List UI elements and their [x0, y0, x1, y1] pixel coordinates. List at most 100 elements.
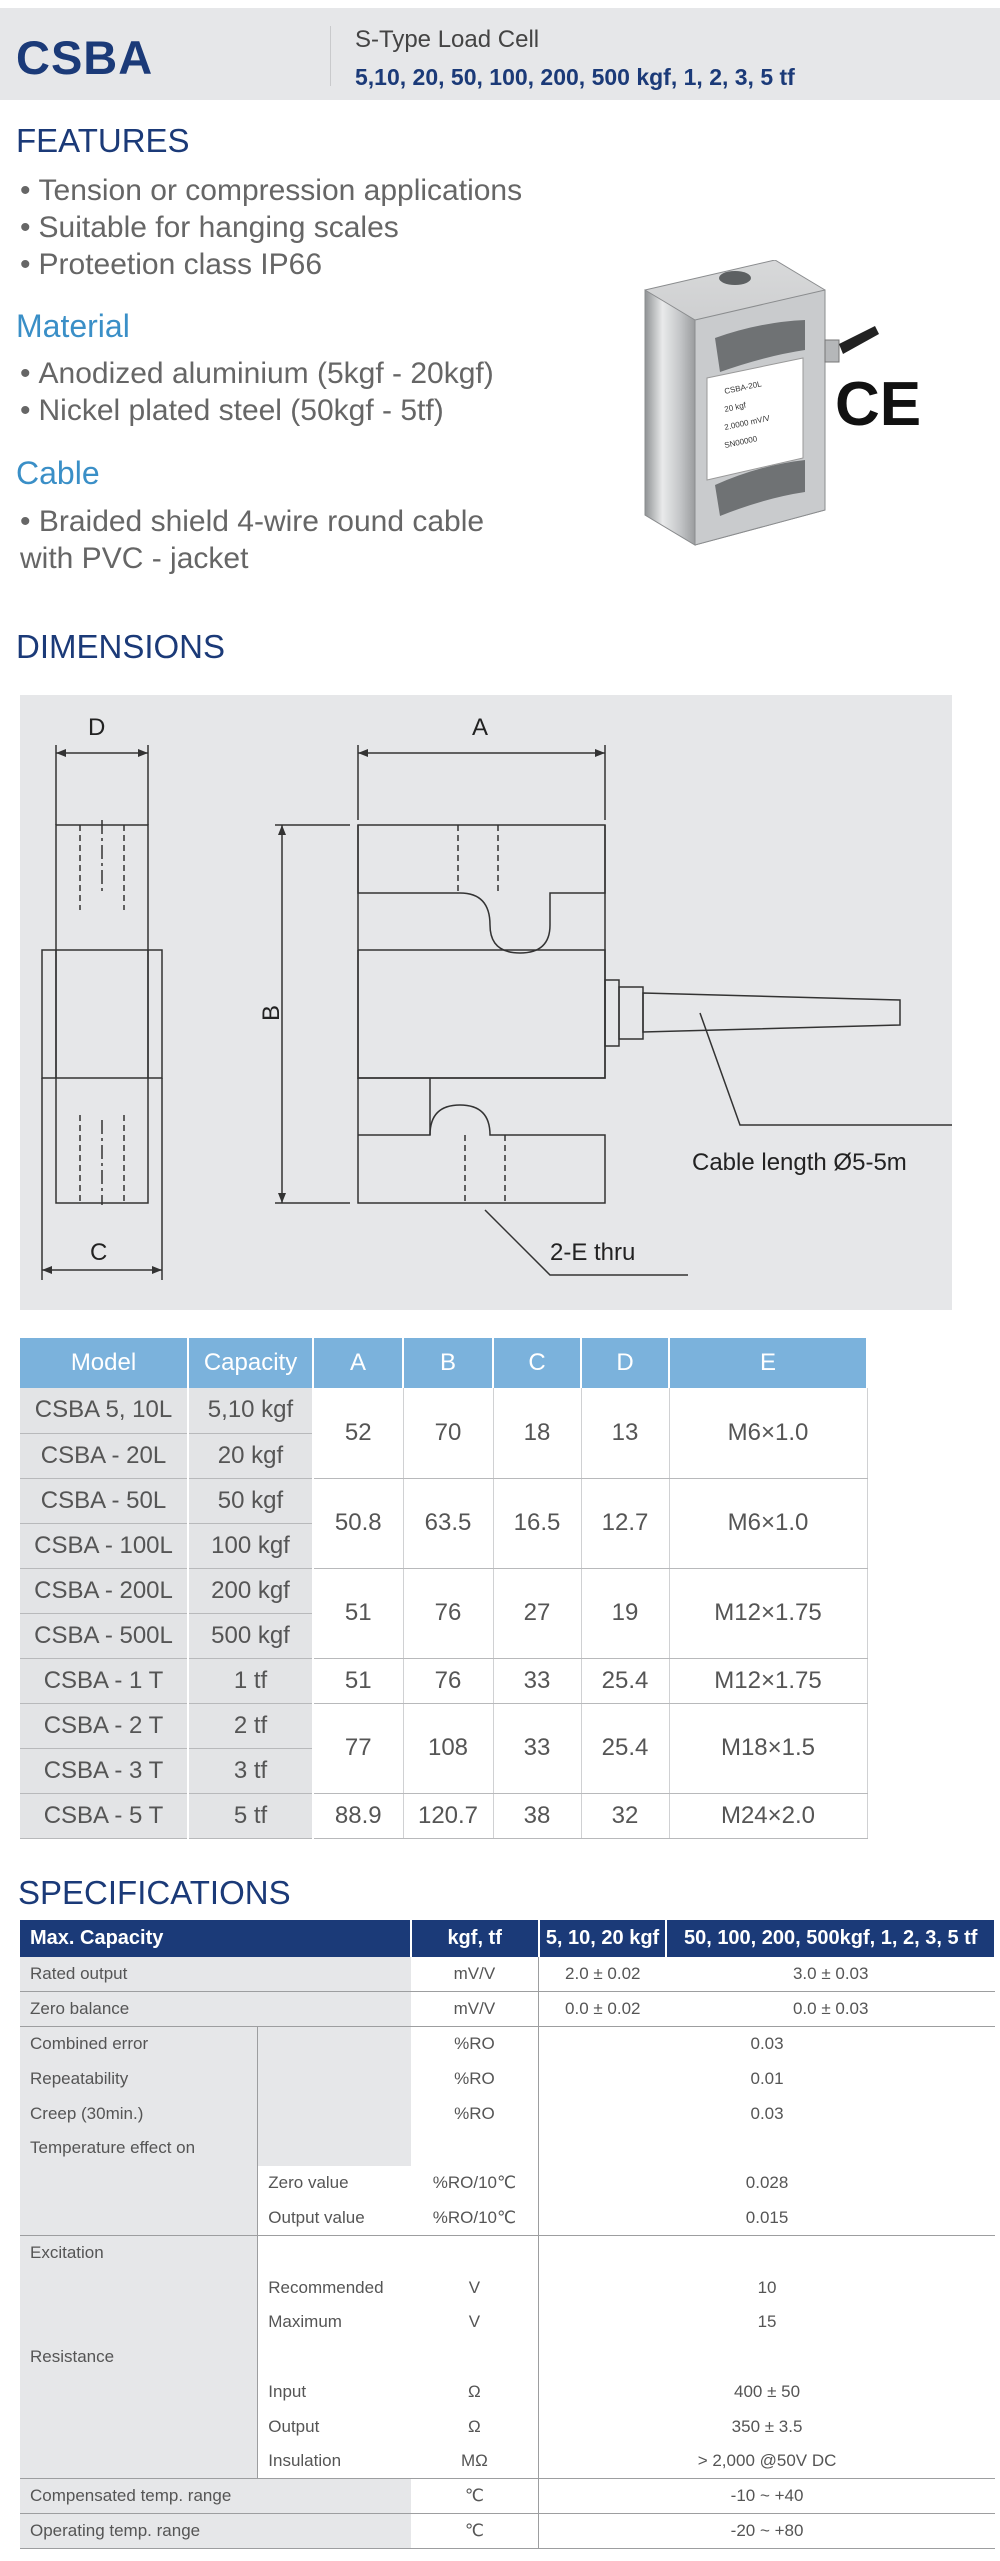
spec-value: 2.0 ± 0.02	[538, 1957, 667, 1992]
dim-b-cell: 120.7	[403, 1793, 494, 1839]
col-header: A	[313, 1338, 404, 1388]
spec-value: -20 ~ +80	[538, 2513, 995, 2550]
spec-header: 5, 10, 20 kgf	[538, 1920, 668, 1957]
dim-a-cell: 51	[313, 1658, 404, 1704]
dim-b-cell: 70	[403, 1388, 494, 1479]
dim-b-cell: 63.5	[403, 1478, 494, 1569]
spec-header: kgf, tf	[410, 1920, 540, 1957]
feature-item: Tension or compression applications	[20, 172, 523, 209]
spec-sublabel: Output	[257, 2409, 411, 2445]
dim-c-cell: 38	[493, 1793, 582, 1839]
spec-unit: %RO	[410, 2026, 539, 2062]
spec-row: Temperature effect on	[20, 2130, 995, 2166]
spec-sublabel: Output value	[257, 2200, 411, 2236]
col-header: D	[581, 1338, 670, 1388]
spec-label: Creep (30min.)	[20, 2096, 258, 2131]
cable-line: • Braided shield 4-wire round cable	[20, 505, 485, 538]
table-row: CSBA - 50L 50 kgf 50.8 63.5 16.5 12.7 M6…	[20, 1478, 868, 1569]
spec-row: Output Ω 350 ± 3.5	[20, 2409, 995, 2445]
spec-value: 0.0 ± 0.02	[538, 1991, 667, 2027]
dim-label-d: D	[88, 714, 105, 741]
spec-label: Repeatability	[20, 2061, 258, 2097]
model-cell: CSBA - 5 T	[20, 1793, 189, 1839]
material-title: Material	[16, 308, 130, 344]
dim-d-cell: 32	[581, 1793, 670, 1839]
dim-label-a: A	[472, 714, 488, 741]
dim-b-cell: 108	[403, 1703, 494, 1794]
table-row: CSBA - 2 T 2 tf 77 108 33 25.4 M18×1.5	[20, 1703, 868, 1794]
dim-a-cell: 52	[313, 1388, 404, 1479]
spec-value: 0.03	[538, 2096, 995, 2131]
dim-a-cell: 88.9	[313, 1793, 404, 1839]
dim-d-cell: 13	[581, 1388, 670, 1479]
spec-value: 0.03	[538, 2026, 995, 2062]
dim-b-cell: 76	[403, 1568, 494, 1659]
spec-unit: %RO/10℃	[432, 2207, 517, 2227]
spec-row: Operating temp. range ℃ -20 ~ +80	[20, 2513, 995, 2550]
col-header: B	[403, 1338, 494, 1388]
spec-unit: Ω	[468, 2381, 481, 2401]
spec-row: Recommended V 10	[20, 2270, 995, 2305]
table-row: CSBA - 100L 100 kgf	[20, 1523, 867, 1569]
spec-unit: mV/V	[453, 1964, 496, 1984]
dim-c-cell: 27	[493, 1568, 582, 1659]
dim-c-cell: 18	[493, 1388, 582, 1479]
spec-unit: ℃	[410, 2478, 539, 2514]
spec-label: Temperature effect on	[20, 2130, 258, 2166]
table-row: CSBA 5, 10L 5,10 kgf 52 70 18 13 M6×1.0	[20, 1388, 868, 1479]
model-cell: CSBA - 50L	[20, 1478, 189, 1524]
spec-value: 0.01	[538, 2061, 995, 2097]
spec-label: Operating temp. range	[20, 2513, 411, 2550]
spec-value: > 2,000 @50V DC	[538, 2444, 995, 2479]
spec-sublabel: Maximum	[257, 2304, 411, 2340]
spec-value: 0.028	[538, 2165, 995, 2201]
spec-value: 15	[538, 2304, 995, 2340]
spec-row: Output value %RO/10℃ 0.015	[20, 2200, 995, 2236]
dim-c-cell: 16.5	[493, 1478, 582, 1569]
spec-value: 3.0 ± 0.03	[792, 1964, 869, 1984]
features-title: FEATURES	[16, 122, 190, 159]
spec-unit: %RO	[454, 2103, 495, 2123]
dim-e-cell: M6×1.0	[669, 1478, 868, 1569]
dim-e-cell: M12×1.75	[669, 1658, 868, 1704]
spec-row: Repeatability %RO 0.01	[20, 2061, 995, 2097]
spec-unit: mV/V	[410, 1991, 539, 2027]
spec-header: 50, 100, 200, 500kgf, 1, 2, 3, 5 tf	[666, 1920, 996, 1957]
cable-line: with PVC - jacket	[20, 542, 249, 575]
spec-unit: V	[468, 2312, 481, 2332]
table-row: CSBA - 5 T 5 tf 88.9 120.7 38 32 M24×2.0	[20, 1793, 868, 1839]
capacity-cell: 500 kgf	[188, 1613, 314, 1659]
cable-description: • Braided shield 4-wire round cable with…	[20, 503, 580, 577]
dimension-table: Model Capacity A B C D E CSBA 5, 10L 5,1…	[20, 1338, 868, 1839]
model-cell: CSBA - 1 T	[20, 1658, 189, 1704]
capacity-cell: 200 kgf	[188, 1568, 314, 1614]
spec-label: Rated output	[20, 1957, 411, 1992]
ce-mark: CE	[835, 370, 921, 439]
table-row: CSBA - 500L 500 kgf	[20, 1613, 867, 1659]
spec-unit: %RO	[454, 2068, 495, 2088]
thru-hole-note: 2-E thru	[550, 1239, 635, 1266]
spec-unit: MΩ	[460, 2451, 488, 2471]
spec-value: -10 ~ +40	[538, 2478, 995, 2514]
spec-row: Compensated temp. range ℃ -10 ~ +40	[20, 2478, 995, 2514]
capacity-cell: 1 tf	[188, 1658, 314, 1704]
model-cell: CSBA - 500L	[20, 1613, 189, 1659]
table-row: CSBA - 200L 200 kgf 51 76 27 19 M12×1.75	[20, 1568, 868, 1659]
spec-unit: V	[468, 2277, 481, 2297]
spec-sublabel: Insulation	[257, 2444, 411, 2479]
spec-value: 350 ± 3.5	[538, 2409, 995, 2445]
dim-a-cell: 51	[313, 1568, 404, 1659]
material-list: Anodized aluminium (5kgf - 20kgf) Nickel…	[20, 355, 494, 429]
header-bar: CSBA S-Type Load Cell 5,10, 20, 50, 100,…	[0, 8, 1000, 100]
spec-sublabel: Recommended	[257, 2270, 411, 2305]
cable-title: Cable	[16, 455, 100, 491]
product-photo: CSBA-20L 20 kgf 2.0000 mV/V SN00000 CE	[644, 260, 921, 546]
spec-unit: Ω	[468, 2416, 481, 2436]
product-type: S-Type Load Cell	[355, 26, 540, 53]
capacity-cell: 50 kgf	[188, 1478, 314, 1524]
cable-length-note: Cable length Ø5-5m	[692, 1149, 907, 1176]
spec-row: Zero balance mV/V 0.0 ± 0.02 0.0 ± 0.03	[20, 1991, 995, 2027]
spec-label: Compensated temp. range	[20, 2478, 411, 2514]
header-divider	[330, 26, 331, 86]
spec-label: Excitation	[20, 2234, 258, 2271]
